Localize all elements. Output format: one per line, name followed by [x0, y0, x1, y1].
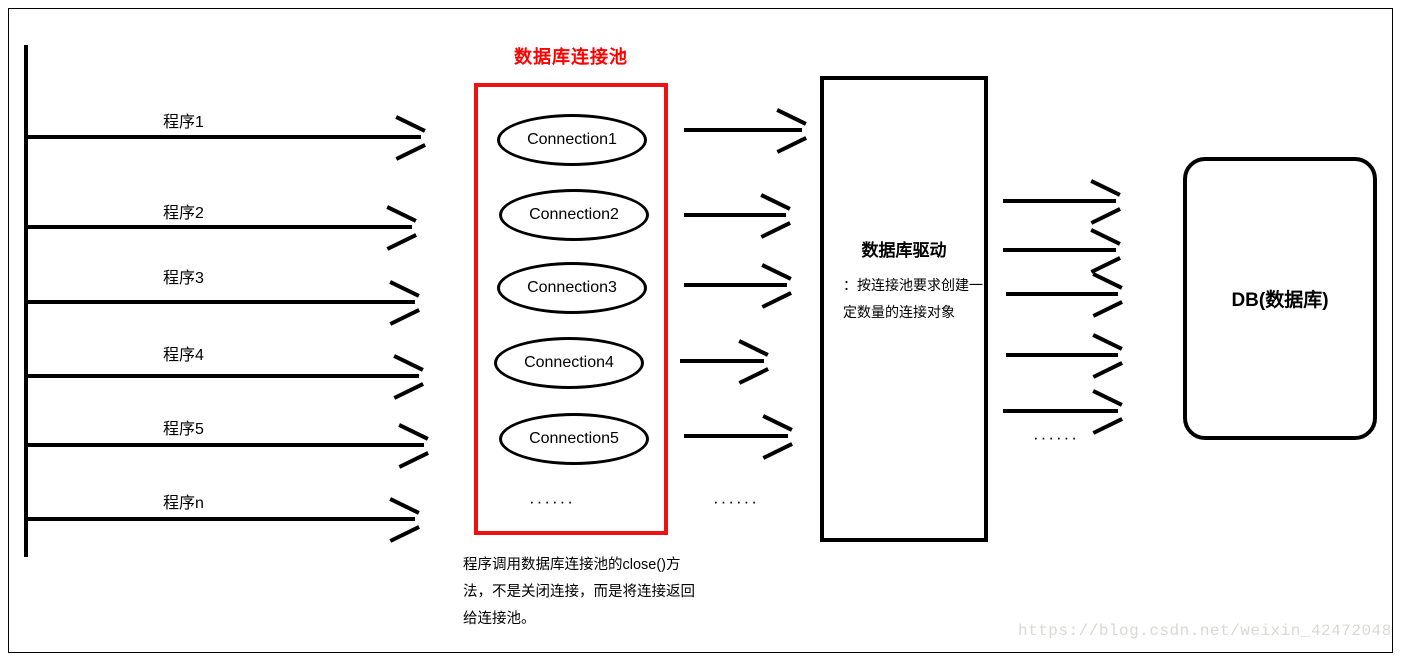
- connection-node-3: Connection3: [497, 262, 647, 314]
- watermark-text: https://blog.csdn.net/weixin_42472048: [1018, 622, 1392, 640]
- arrowhead-icon: [736, 339, 769, 385]
- arrowhead-icon: [760, 414, 793, 460]
- arrowhead-icon: [774, 108, 807, 154]
- database-label: DB(数据库): [1231, 290, 1329, 311]
- arrowhead-icon: [387, 280, 420, 326]
- arrowhead-icon: [759, 263, 792, 309]
- arrow-shaft: [27, 135, 421, 139]
- arrowhead-icon: [393, 115, 426, 161]
- connection-label: Connection2: [529, 206, 619, 223]
- arrowhead-icon: [1088, 179, 1121, 225]
- database-driver-title: 数据库驱动: [861, 241, 947, 260]
- arrow-shaft: [1003, 409, 1118, 413]
- arrow-shaft: [680, 359, 764, 363]
- arrowhead-icon: [758, 193, 791, 239]
- arrow-shaft: [1003, 199, 1116, 203]
- arrow-shaft: [1006, 292, 1118, 296]
- arrow-shaft: [27, 300, 415, 304]
- arrow-shaft: [27, 517, 415, 521]
- connection-pool-note: 程序调用数据库连接池的close()方法，不是关闭连接，而是将连接返回给连接池。: [463, 557, 695, 627]
- connection-pool-title: 数据库连接池: [514, 47, 628, 67]
- outer-frame: [8, 8, 1393, 653]
- arrow-shaft: [1003, 248, 1116, 252]
- arrow-shaft: [684, 283, 787, 287]
- connection-label: Connection5: [529, 430, 619, 447]
- arrow-shaft: [27, 443, 424, 447]
- arrowhead-icon: [387, 497, 420, 543]
- arrow-shaft: [684, 434, 788, 438]
- connection-label: Connection4: [524, 354, 614, 371]
- connection-pool-box: [474, 83, 668, 535]
- pool-driver-ellipsis: ······: [713, 492, 759, 511]
- arrowhead-icon: [1090, 272, 1123, 318]
- arrowhead-icon: [391, 354, 424, 400]
- arrow-shaft: [27, 374, 419, 378]
- arrowhead-icon: [1088, 228, 1121, 274]
- connection-node-5: Connection5: [499, 413, 649, 465]
- database-driver-box: [820, 76, 988, 542]
- arrowhead-icon: [396, 423, 429, 469]
- arrow-shaft: [684, 128, 802, 132]
- arrowhead-icon: [384, 205, 417, 251]
- database-driver-description: ：按连接池要求创建一定数量的连接对象: [843, 277, 983, 320]
- arrow-shaft: [1006, 353, 1118, 357]
- arrow-shaft: [684, 213, 786, 217]
- arrowhead-icon: [1090, 389, 1123, 435]
- database-box: DB(数据库): [1183, 157, 1377, 440]
- connection-node-2: Connection2: [499, 189, 649, 241]
- program-label-2: 程序2: [163, 205, 204, 222]
- connection-node-1: Connection1: [497, 114, 647, 166]
- program-origin-line: [24, 45, 28, 557]
- pool-ellipsis: ······: [529, 492, 575, 511]
- program-label-5: 程序5: [163, 421, 204, 438]
- connection-label: Connection3: [527, 279, 617, 296]
- arrowhead-icon: [1090, 333, 1123, 379]
- connection-node-4: Connection4: [494, 337, 644, 389]
- program-label-1: 程序1: [163, 114, 204, 131]
- program-label-4: 程序4: [163, 347, 204, 364]
- program-label-3: 程序3: [163, 270, 204, 287]
- program-label-n: 程序n: [163, 495, 204, 512]
- driver-db-ellipsis: ······: [1033, 428, 1079, 447]
- connection-label: Connection1: [527, 131, 617, 148]
- arrow-shaft: [27, 225, 412, 229]
